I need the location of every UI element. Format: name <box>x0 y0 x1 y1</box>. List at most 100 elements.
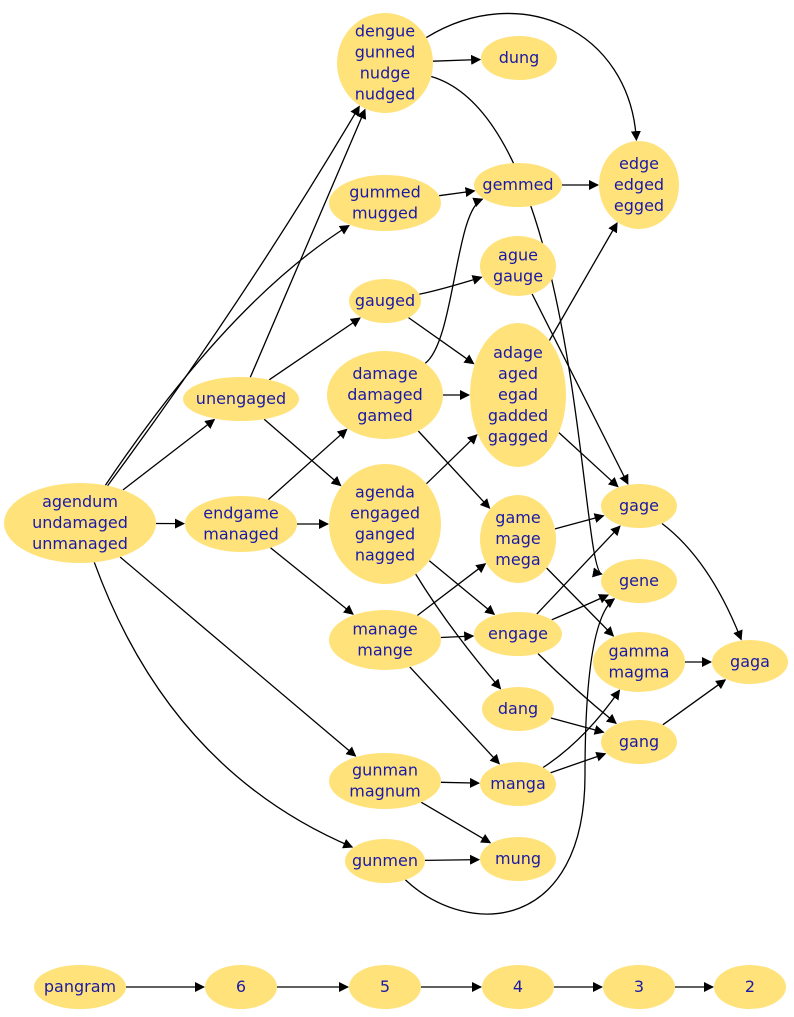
edge-ague_grp-to-gage <box>531 293 629 485</box>
node-label: gage <box>619 496 659 515</box>
node-gunmen: gunmen <box>345 839 425 883</box>
node-label: mugged <box>352 204 418 223</box>
node-label: gunned <box>355 43 416 62</box>
node-n3: 3 <box>603 965 675 1009</box>
node-label: mage <box>495 529 540 548</box>
node-n6: 6 <box>205 965 277 1009</box>
edge-path <box>426 434 478 485</box>
node-ellipse <box>599 141 679 229</box>
node-ellipse <box>601 559 677 603</box>
edge-engage-to-gene <box>551 594 610 621</box>
node-label: ganged <box>355 525 415 544</box>
edge-gauged-to-adage_grp <box>408 317 475 365</box>
node-game_grp: game mage mega <box>480 495 556 583</box>
node-ellipse <box>712 640 788 684</box>
edge-gunman_grp-to-manga <box>440 777 480 788</box>
edge-adage_grp-to-edge_grp <box>548 222 618 341</box>
node-ellipse <box>482 687 554 731</box>
edge-path <box>542 689 621 769</box>
node-ellipse <box>480 495 556 583</box>
node-label: egad <box>498 385 538 404</box>
node-label: dang <box>498 699 538 718</box>
node-label: gamma <box>609 642 670 661</box>
edges-layer <box>93 12 743 992</box>
edge-path <box>119 556 357 757</box>
edge-path <box>268 317 361 381</box>
node-ellipse <box>593 632 685 692</box>
node-ellipse <box>601 484 677 528</box>
edge-agendum_grp-to-gummed_grp <box>104 224 350 486</box>
node-label: mung <box>495 849 541 868</box>
node-label: nudged <box>355 85 416 104</box>
node-ellipse <box>349 279 421 323</box>
edge-game_grp-to-gage <box>554 513 605 530</box>
edge-gage-to-gaga <box>661 522 743 641</box>
edge-game_grp-to-gamma_grp <box>546 567 615 637</box>
node-label: 5 <box>380 977 390 996</box>
node-label: engage <box>488 624 548 643</box>
node-ellipse <box>329 610 441 670</box>
node-ellipse <box>481 36 557 80</box>
node-label: nudge <box>360 64 410 83</box>
edge-path <box>249 108 367 378</box>
edge-path <box>558 432 619 488</box>
edge-path <box>550 717 605 735</box>
edge-dengue_grp-to-dung <box>432 54 482 65</box>
edge-path <box>554 513 605 530</box>
edge-path <box>550 751 607 774</box>
node-label: gummed <box>349 183 420 202</box>
node-label: endgame <box>203 504 279 523</box>
edge-path <box>546 567 615 637</box>
edge-manage_grp-to-manga <box>409 666 500 765</box>
node-label: egged <box>614 196 664 215</box>
node-mung: mung <box>480 837 556 881</box>
edge-path <box>537 653 617 725</box>
edge-path <box>551 594 610 621</box>
edge-path <box>408 317 475 365</box>
node-ellipse <box>329 753 441 809</box>
edge-path <box>415 573 502 690</box>
edge-path <box>409 666 500 765</box>
edge-path <box>263 418 342 487</box>
node-n2: 2 <box>714 965 786 1009</box>
node-label: gunman <box>352 761 418 780</box>
node-ellipse <box>482 965 554 1009</box>
node-label: gene <box>619 571 659 590</box>
node-label: aged <box>498 364 538 383</box>
edge-gauged-to-ague_grp <box>419 275 483 295</box>
node-label: agenda <box>355 483 415 502</box>
node-ellipse <box>470 323 566 467</box>
edge-path <box>416 563 487 617</box>
edge-manage_grp-to-engage <box>440 631 475 642</box>
node-ellipse <box>345 839 425 883</box>
node-label: 2 <box>745 977 755 996</box>
node-label: undamaged <box>32 513 128 532</box>
node-label: mega <box>495 550 540 569</box>
node-label: magma <box>609 663 670 682</box>
edge-agenda_grp-to-adage_grp <box>426 434 478 485</box>
edge-path <box>439 187 476 198</box>
edge-dengue_grp-to-edge_grp <box>425 12 641 142</box>
node-ellipse <box>329 464 441 584</box>
edge-endgame_grp-to-manage_grp <box>270 547 354 615</box>
node-label: dung <box>499 48 540 67</box>
node-gaga: gaga <box>712 640 788 684</box>
node-label: gauged <box>355 291 415 310</box>
node-label: game <box>495 508 540 527</box>
node-engage: engage <box>474 612 562 656</box>
node-label: manga <box>490 774 546 793</box>
node-label: edge <box>619 154 659 173</box>
node-label: ague <box>498 246 538 265</box>
edge-agendum_grp-to-unengaged <box>122 418 216 491</box>
node-ellipse <box>34 965 126 1009</box>
node-ellipse <box>474 612 562 656</box>
node-ellipse <box>205 965 277 1009</box>
edge-gunmen-to-gene <box>404 598 616 915</box>
node-gene: gene <box>601 559 677 603</box>
node-label: gunmen <box>352 851 418 870</box>
